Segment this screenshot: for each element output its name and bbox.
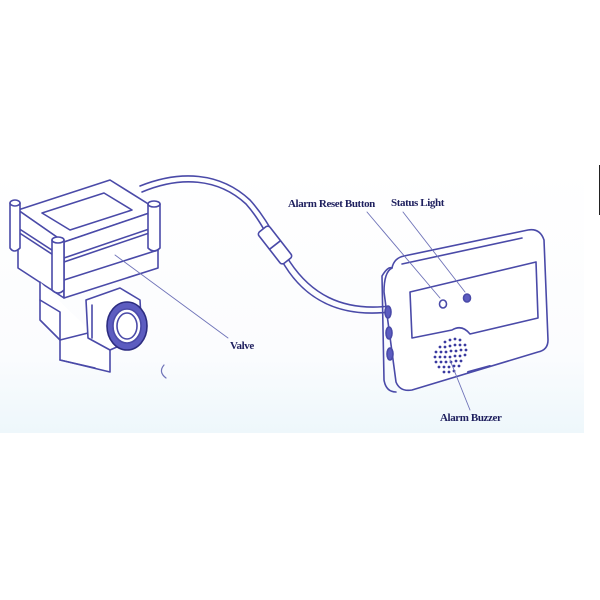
label-alarm-buzzer: Alarm Buzzer: [440, 412, 502, 424]
buzzer-grille-icon: [433, 337, 468, 374]
label-status-light: Status Light: [391, 197, 444, 209]
alarm-unit-illustration: [381, 228, 549, 393]
leader-lines: [114, 211, 471, 411]
label-alarm-reset-button: Alarm Reset Button: [288, 198, 375, 210]
label-valve: Valve: [230, 340, 254, 352]
valve-illustration: [9, 179, 167, 379]
cable-illustration: [139, 175, 391, 314]
